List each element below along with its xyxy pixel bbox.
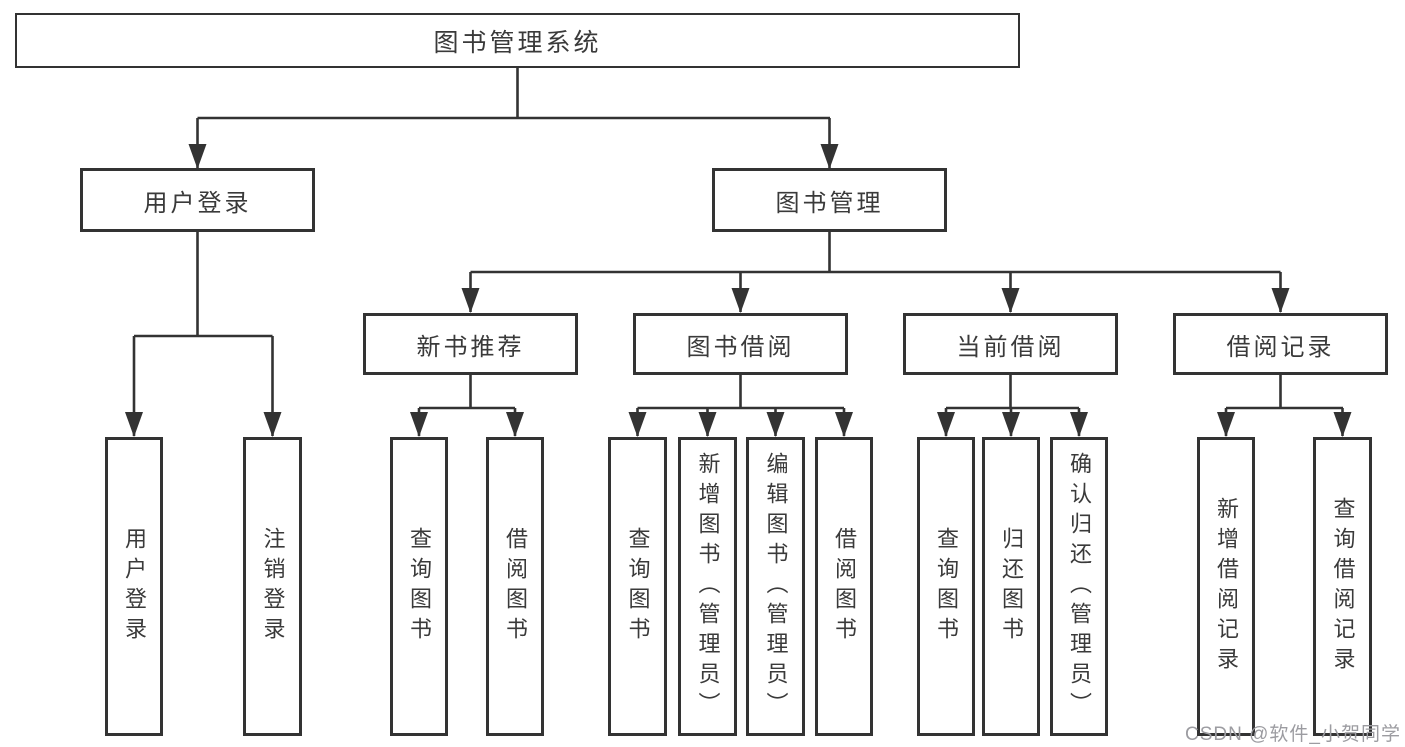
leaf-borrow-books-borrow: 借阅图书 bbox=[815, 437, 873, 736]
leaf-label: 确认归还（管理员） bbox=[1067, 451, 1092, 722]
leaf-label: 查询图书 bbox=[625, 526, 651, 647]
node-label: 当前借阅 bbox=[956, 333, 1065, 361]
node-label: 图书管理 bbox=[775, 189, 884, 217]
leaf-label: 编辑图书（管理员） bbox=[763, 451, 789, 722]
leaf-label: 新增借阅记录 bbox=[1214, 496, 1239, 677]
leaf-query-books-current: 查询图书 bbox=[917, 437, 975, 736]
leaf-return-books: 归还图书 bbox=[982, 437, 1040, 736]
node-label: 图书管理系统 bbox=[433, 28, 602, 57]
leaf-label: 查询图书 bbox=[407, 526, 432, 647]
node-book-borrow: 图书借阅 bbox=[633, 313, 848, 375]
leaf-add-book-admin: 新增图书（管理员） bbox=[678, 437, 737, 736]
node-user-login: 用户登录 bbox=[80, 168, 315, 232]
leaf-query-books-recommend: 查询图书 bbox=[390, 437, 448, 736]
leaf-label: 用户登录 bbox=[122, 526, 147, 647]
leaf-label: 借阅图书 bbox=[832, 526, 857, 647]
leaf-label: 新增图书（管理员） bbox=[695, 451, 721, 722]
leaf-query-borrow-record: 查询借阅记录 bbox=[1313, 437, 1372, 736]
leaf-confirm-return-admin: 确认归还（管理员） bbox=[1050, 437, 1108, 736]
node-label: 新书推荐 bbox=[416, 333, 525, 361]
leaf-add-borrow-record: 新增借阅记录 bbox=[1197, 437, 1255, 736]
leaf-label: 注销登录 bbox=[260, 526, 286, 647]
leaf-logout: 注销登录 bbox=[243, 437, 302, 736]
leaf-label: 借阅图书 bbox=[503, 526, 528, 647]
leaf-label: 查询图书 bbox=[934, 526, 959, 647]
node-borrow-records: 借阅记录 bbox=[1173, 313, 1388, 375]
node-label: 借阅记录 bbox=[1226, 333, 1335, 361]
node-label: 图书借阅 bbox=[686, 333, 795, 361]
node-label: 用户登录 bbox=[143, 189, 252, 217]
node-book-management: 图书管理 bbox=[712, 168, 947, 232]
node-library-management-system: 图书管理系统 bbox=[15, 13, 1020, 68]
leaf-label: 查询借阅记录 bbox=[1330, 496, 1356, 677]
node-new-book-recommend: 新书推荐 bbox=[363, 313, 578, 375]
leaf-label: 归还图书 bbox=[999, 526, 1024, 647]
csdn-watermark: CSDN @软件_小贺同学 bbox=[1185, 724, 1401, 745]
leaf-borrow-books-recommend: 借阅图书 bbox=[486, 437, 544, 736]
leaf-edit-book-admin: 编辑图书（管理员） bbox=[746, 437, 805, 736]
leaf-user-login: 用户登录 bbox=[105, 437, 163, 736]
node-current-borrow: 当前借阅 bbox=[903, 313, 1118, 375]
leaf-query-books-borrow: 查询图书 bbox=[608, 437, 667, 736]
